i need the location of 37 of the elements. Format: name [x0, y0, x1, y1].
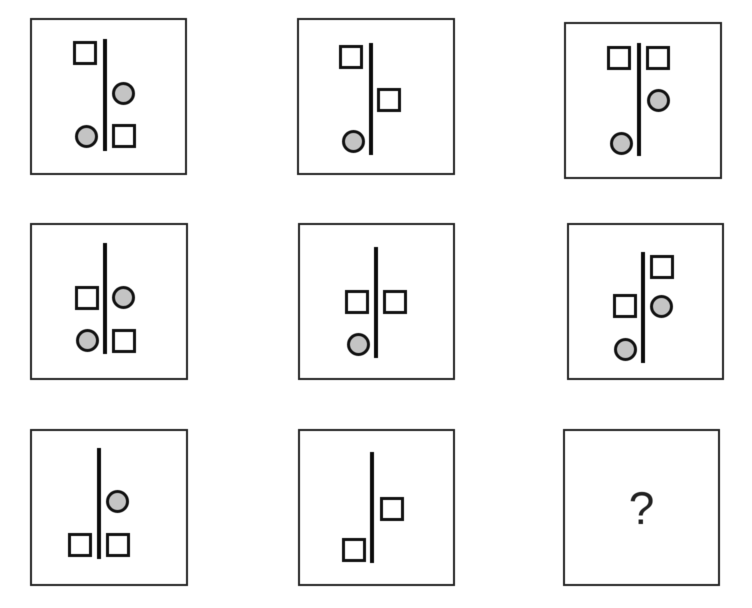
square-shape [377, 88, 401, 112]
puzzle-panel [567, 223, 724, 380]
square-shape [112, 329, 136, 353]
circle-shape [112, 286, 135, 309]
puzzle-panel [298, 223, 455, 380]
square-shape [75, 286, 99, 310]
square-shape [380, 497, 404, 521]
puzzle-panel [563, 429, 720, 586]
circle-shape [342, 130, 365, 153]
puzzle-panel [30, 223, 188, 380]
puzzle-panel [30, 429, 188, 586]
square-shape [646, 46, 670, 70]
square-shape [383, 290, 407, 314]
puzzle-panel [564, 22, 722, 179]
square-shape [112, 124, 136, 148]
square-shape [68, 533, 92, 557]
circle-shape [112, 82, 135, 105]
circle-shape [610, 132, 633, 155]
circle-shape [106, 490, 129, 513]
square-shape [345, 290, 369, 314]
puzzle-panel [30, 18, 187, 175]
puzzle-panel [298, 429, 455, 586]
square-shape [339, 45, 363, 69]
square-shape [613, 294, 637, 318]
square-shape [106, 533, 130, 557]
circle-shape [76, 329, 99, 352]
square-shape [607, 46, 631, 70]
circle-shape [647, 89, 670, 112]
circle-shape [347, 333, 370, 356]
circle-shape [650, 295, 673, 318]
circle-shape [75, 125, 98, 148]
square-shape [342, 538, 366, 562]
square-shape [650, 255, 674, 279]
square-shape [73, 41, 97, 65]
circle-shape [614, 338, 637, 361]
puzzle-panel [297, 18, 455, 175]
question-mark: ? [628, 484, 654, 530]
